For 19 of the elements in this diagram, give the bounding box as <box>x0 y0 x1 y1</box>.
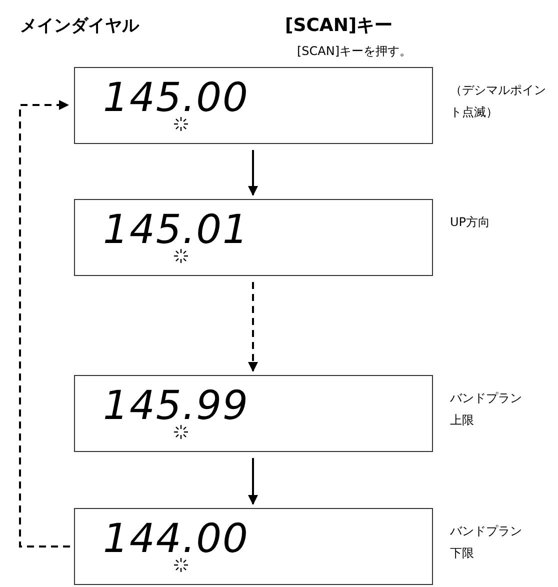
state-note: バンドプラン上限 <box>450 390 523 429</box>
heading-label: メインダイヤル <box>20 15 139 38</box>
display-panel <box>74 508 433 585</box>
display-readout: 144.00 <box>103 519 249 559</box>
display-readout: 145.01 <box>103 210 249 250</box>
display-readout: 145.00 <box>103 78 249 118</box>
arrow <box>248 282 258 372</box>
display-readout: 145.99 <box>103 386 249 426</box>
heading-label: [SCAN]キー <box>285 14 393 38</box>
state-note: UP方向 <box>450 214 492 231</box>
state-note: （デシマルポイント点滅） <box>450 82 547 121</box>
heading-label: [SCAN]キーを押す。 <box>297 43 412 60</box>
state-note: バンドプラン下限 <box>450 523 523 562</box>
arrow <box>248 458 258 505</box>
arrow <box>19 100 70 548</box>
display-panel <box>74 199 433 276</box>
display-panel <box>74 67 433 144</box>
display-panel <box>74 375 433 452</box>
arrow <box>248 150 258 196</box>
